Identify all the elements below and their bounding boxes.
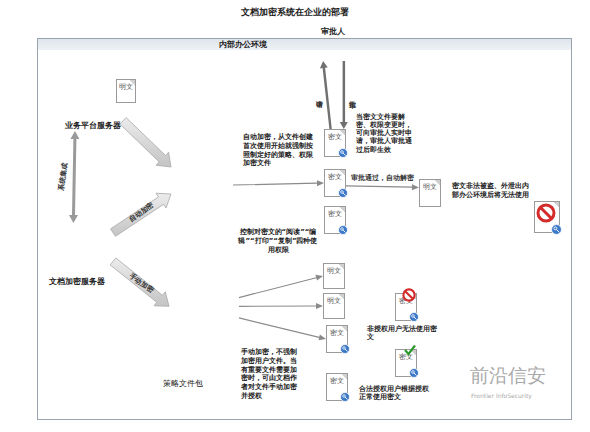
policy-file: 策略文件包 [156,347,210,391]
block-arrow [120,118,171,167]
document-label: 密文 [396,294,416,305]
block-arrow [110,258,169,306]
note-text: 控制对密文的“阅读”“编辑”“打印”“复制”四种使用权限 [238,228,318,254]
node-label: 审批人 [321,27,353,36]
document-label: 明文 [420,180,440,191]
document-label: 密文 [325,170,345,181]
node-label: 内部办公环境 [188,40,298,50]
node-label: 文档加密服务器 [35,277,119,287]
watermark-text: Frontier InfoSecurity [471,392,581,400]
document-icon: 明文 [323,293,345,319]
document-icon: 密文 [326,373,348,401]
document-icon: 密文 [395,293,417,321]
document-icon: 明文 [419,179,441,207]
watermark-text: 前沿信安 [470,364,580,388]
document-label: 密文 [535,202,559,213]
arrow-connector [320,61,332,129]
document-icon: 密文 [395,349,417,377]
node-label: 自动加密，从文件创建首次使用开始就强制按照制定好的策略、权限加密文件 [243,133,319,168]
server-box: 业务平台服务器 [63,63,123,131]
document-icon: 明文 [323,263,345,289]
document-label: 密文 [327,374,347,385]
document-label: 密文 [325,130,345,141]
document-icon: 密文 [326,325,348,353]
document-label: 密文 [396,350,416,361]
document-icon: 密文 [324,129,346,157]
document-label: 明文 [324,294,344,305]
block-arrow [111,193,172,236]
edge-label: 审批通过，自动解密 [351,175,414,182]
node-label: 非授权用户无法使用密文 [367,325,443,341]
arrow-connector [239,303,323,309]
user-node: 合法授权用户根据授权正常使用密文 [369,353,393,379]
arrow-connector [233,180,324,186]
arrow-connector [239,275,323,298]
arrow-connector [346,184,419,190]
node-label: 手动加密，不强制加密用户文件。当有重要文件需要加密时，可由文档作者对文件手动加密… [241,348,303,401]
document-icon: 密文 [534,201,560,233]
document-label: 明文 [324,264,344,275]
diagram-title: 文档加密系统在企业的部署 [150,7,440,18]
note-text: 密文非法被盗、外泄出内部办公环境后将无法使用 [452,182,534,200]
document-icon: 明文 [116,79,136,103]
approver-user: 审批人 [307,27,353,61]
node-label: 业务平台服务器 [57,121,129,131]
workstation: 手动加密，不强制加密用户文件。当有重要文件需要加密时，可由文档作者对文件手动加密… [169,286,239,344]
server-box: 文档加密服务器 [41,223,113,287]
document-label: 密文 [325,207,345,218]
document-label: 密文 [327,326,347,337]
note-text: 当密文文件要解密、权限变更时，可向审批人实时申请，审批人审批通过后即生效 [356,113,418,154]
user-node: 非授权用户无法使用密文 [369,297,393,323]
arrow-connector [239,317,326,340]
arrow-connector [340,61,348,129]
document-icon: 密文 [324,169,346,197]
node-label: 合法授权用户根据授权正常使用密文 [359,385,431,401]
document-icon: 密文 [324,206,346,234]
document-label: 明文 [117,80,135,91]
arrow-connector [69,131,79,223]
workstation: 自动加密，从文件创建首次使用开始就强制按照制定好的策略、权限加密文件 [171,149,233,209]
node-label: 策略文件包 [156,379,210,388]
